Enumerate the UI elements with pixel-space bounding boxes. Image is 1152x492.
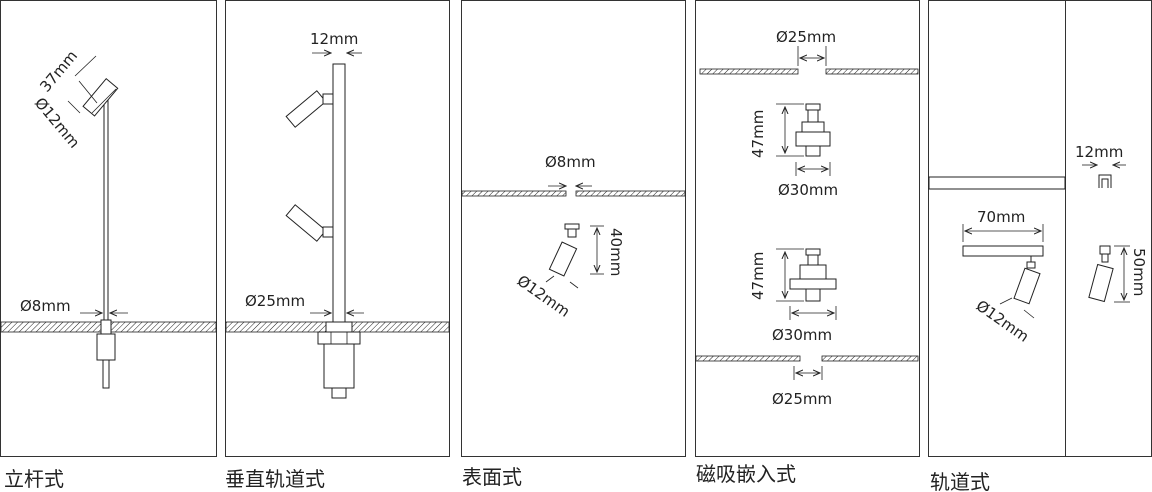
- bottom-fixture-flange: [789, 278, 837, 290]
- dim-surface-hole: Ø8mm: [545, 153, 596, 171]
- panel-frame: [695, 0, 920, 457]
- panel-pole: 37mm Ø12mm Ø8mm 立杆式: [0, 0, 217, 491]
- spot-upper: [285, 90, 327, 128]
- caption-surface: 表面式: [462, 465, 522, 489]
- surface-left: [461, 190, 567, 197]
- top-fixture-neck: [807, 109, 819, 123]
- panel-frame: [225, 0, 450, 457]
- dim-pole-head-diameter: Ø12mm: [31, 94, 83, 152]
- dim-pole-length: 37mm: [36, 47, 81, 96]
- top-fixture-flange: [795, 131, 831, 147]
- pole-collar: [100, 319, 112, 335]
- track-base-plate: [325, 321, 353, 333]
- panel-surface: Ø8mm 40mm Ø12mm 表面式: [461, 0, 686, 489]
- dim-bottom-flange: Ø30mm: [772, 326, 832, 344]
- track-cross-section: [1098, 174, 1112, 188]
- bottom-surface: [695, 355, 801, 362]
- top-surface: [699, 68, 799, 75]
- caption-vertical-track: 垂直轨道式: [225, 467, 325, 491]
- panel-magnetic-recessed: Ø25mm 47mm Ø30mm 47mm Ø30mm: [695, 0, 920, 486]
- surface-lamp-body: [548, 241, 578, 277]
- track-base-cap: [331, 387, 347, 399]
- panel-frame: [928, 0, 1152, 457]
- track-base-body: [323, 343, 355, 389]
- panel-track: 12mm 70mm Ø12mm 50mm 轨道式: [928, 0, 1152, 492]
- panel-vertical-track: 12mm Ø25mm 垂直轨道式: [225, 0, 450, 491]
- dim-top-hole: Ø25mm: [776, 28, 836, 46]
- dim-track-width: 12mm: [310, 30, 358, 48]
- track-base-nut: [317, 331, 361, 345]
- dim-surface-height: 40mm: [607, 228, 625, 276]
- track-spot-right: [1088, 263, 1114, 303]
- surface-mount-cap: [564, 223, 580, 230]
- lamp-head: [82, 78, 119, 117]
- dim-track-width: 12mm: [1075, 143, 1123, 161]
- vertical-track: [332, 63, 346, 323]
- spot-lower: [285, 204, 327, 242]
- dim-track-spot-height: 50mm: [1130, 248, 1148, 296]
- dim-top-flange: Ø30mm: [778, 181, 838, 199]
- bottom-fixture-body: [799, 264, 827, 280]
- track-adapter-bar: [962, 245, 1044, 257]
- dim-surface-diameter: Ø12mm: [514, 272, 574, 321]
- dim-bottom-hole: Ø25mm: [772, 390, 832, 408]
- dim-track-length: 70mm: [977, 208, 1025, 226]
- panel-frame: [0, 0, 217, 457]
- track-spot-body: [1013, 267, 1041, 305]
- dim-track-spot-diameter: Ø12mm: [973, 297, 1033, 346]
- pole-base-body: [96, 333, 116, 361]
- panel-frame: [461, 0, 686, 457]
- dim-base-diameter: Ø25mm: [245, 292, 305, 310]
- caption-track: 轨道式: [930, 470, 990, 492]
- caption-pole: 立杆式: [4, 467, 64, 491]
- dim-top-height: 47mm: [749, 110, 767, 158]
- caption-magnetic-recessed: 磁吸嵌入式: [696, 462, 796, 486]
- pole-stem: [102, 359, 110, 389]
- dim-pole-diameter: Ø8mm: [20, 297, 71, 315]
- dim-bottom-height: 47mm: [749, 252, 767, 300]
- track-rail: [928, 176, 1066, 190]
